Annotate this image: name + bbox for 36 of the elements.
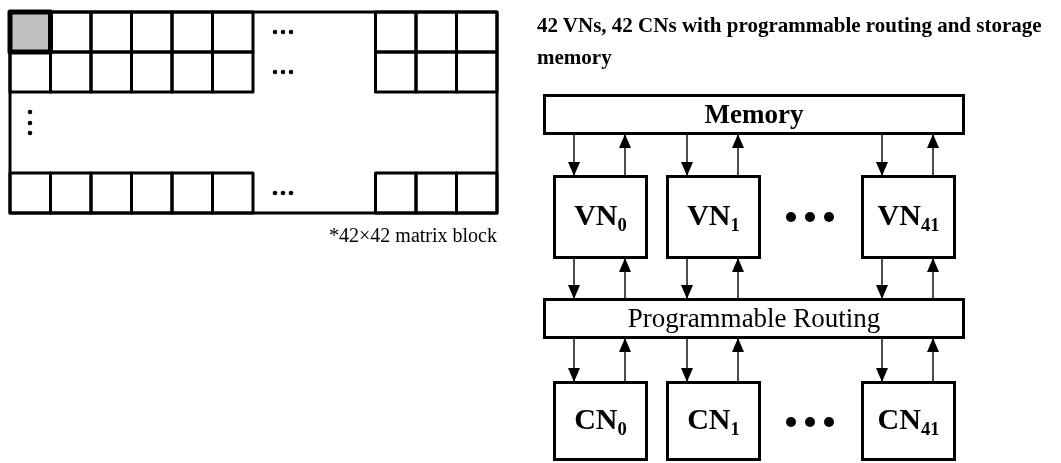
arrow xyxy=(732,258,744,299)
arrow xyxy=(927,338,939,382)
arrow xyxy=(732,134,744,176)
arrow xyxy=(619,338,631,382)
arrow xyxy=(681,258,693,299)
arrow xyxy=(681,338,693,382)
node-label: Programmable Routing xyxy=(627,305,881,332)
node-box xyxy=(553,381,648,461)
node-box xyxy=(666,381,761,461)
memory-box xyxy=(543,94,965,135)
arrow xyxy=(568,134,580,176)
arrow xyxy=(876,338,888,382)
arrow xyxy=(927,134,939,176)
node-label: VN$_{0}$ xyxy=(574,199,627,235)
caption-note: *42×42 matrix block xyxy=(329,224,497,247)
node-box xyxy=(553,175,648,259)
arrow xyxy=(619,134,631,176)
node-label: Memory xyxy=(704,101,804,128)
arrow xyxy=(876,258,888,299)
arrow xyxy=(927,258,939,299)
diagram-title: 42 VNs, 42 CNs with programmable routing and storage memory xyxy=(537,12,1043,71)
routing-box xyxy=(543,298,965,339)
node-label: CN$_{0}$ xyxy=(574,403,627,439)
arrow xyxy=(619,258,631,299)
node-label: VN$_{41}$ xyxy=(877,199,940,235)
node-box xyxy=(861,381,956,461)
arrow xyxy=(568,338,580,382)
arrow xyxy=(568,258,580,299)
node-box xyxy=(861,175,956,259)
arrow xyxy=(681,134,693,176)
node-box xyxy=(666,175,761,259)
node-label: VN$_{1}$ xyxy=(687,199,740,235)
node-label: CN$_{41}$ xyxy=(877,403,940,439)
arrow xyxy=(732,338,744,382)
node-label: CN$_{1}$ xyxy=(687,403,740,439)
arrow xyxy=(876,134,888,176)
